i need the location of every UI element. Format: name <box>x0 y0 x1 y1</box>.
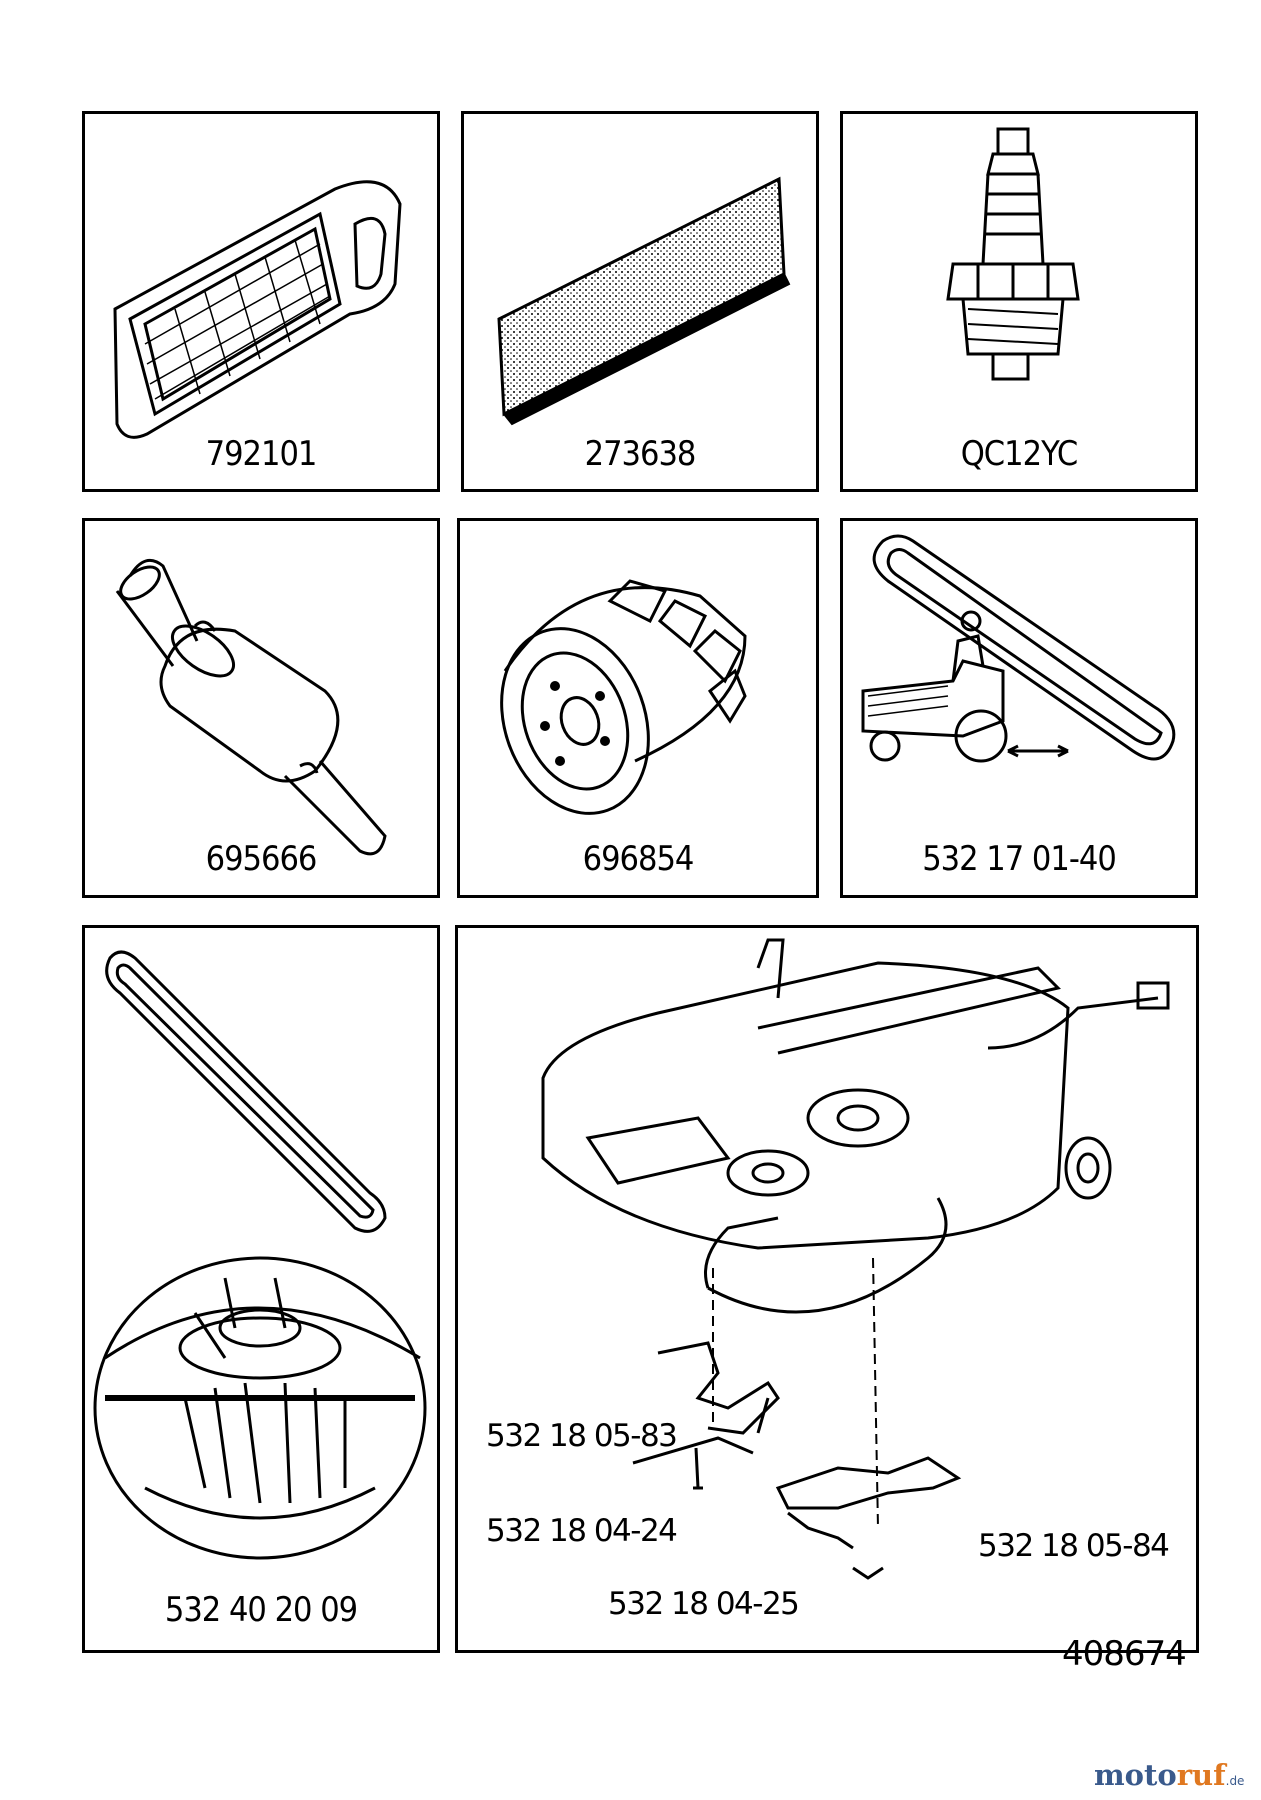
part-panel-pre-filter[interactable]: 273638 <box>461 111 819 492</box>
part-number: 273638 <box>584 434 697 474</box>
drive-belt-tractor-icon <box>861 534 1176 763</box>
part-panel-air-filter[interactable]: 792101 <box>82 111 440 492</box>
part-panel-drive-belt[interactable]: 532 17 01-40 <box>840 518 1198 898</box>
watermark-logo[interactable]: motoruf.de <box>1094 1758 1245 1792</box>
blade-callout-label: 532 18 05-84 <box>978 1528 1170 1564</box>
pre-filter-icon <box>497 176 791 426</box>
fuel-filter-icon <box>115 558 387 856</box>
part-panel-belt-pulley[interactable]: 532 40 20 09 <box>82 925 440 1653</box>
diagram-number: 408674 <box>1062 1634 1187 1674</box>
part-panel-fuel-filter[interactable]: 695666 <box>82 518 440 898</box>
belt-and-pulley-icon <box>93 950 427 1560</box>
part-number: 792101 <box>205 434 318 474</box>
part-panel-spark-plug[interactable]: QC12YC <box>840 111 1198 492</box>
part-panel-mower-deck[interactable]: 532 18 05-83 532 18 04-24 532 18 05-84 5… <box>455 925 1199 1653</box>
air-filter-icon <box>113 180 402 439</box>
part-number: 696854 <box>582 839 695 879</box>
blade-callout-label: 532 18 04-24 <box>486 1513 678 1549</box>
blade-callout-label: 532 18 05-83 <box>486 1418 678 1454</box>
part-number: 532 17 01-40 <box>922 839 1117 879</box>
mower-deck-icon <box>541 938 1170 1580</box>
part-number: QC12YC <box>960 434 1079 474</box>
spark-plug-icon <box>946 127 1080 381</box>
part-panel-oil-filter[interactable]: 696854 <box>457 518 819 898</box>
part-number: 532 40 20 09 <box>164 1590 358 1630</box>
blade-callout-label: 532 18 04-25 <box>608 1586 800 1622</box>
oil-filter-icon <box>500 579 747 815</box>
part-number: 695666 <box>205 839 318 879</box>
